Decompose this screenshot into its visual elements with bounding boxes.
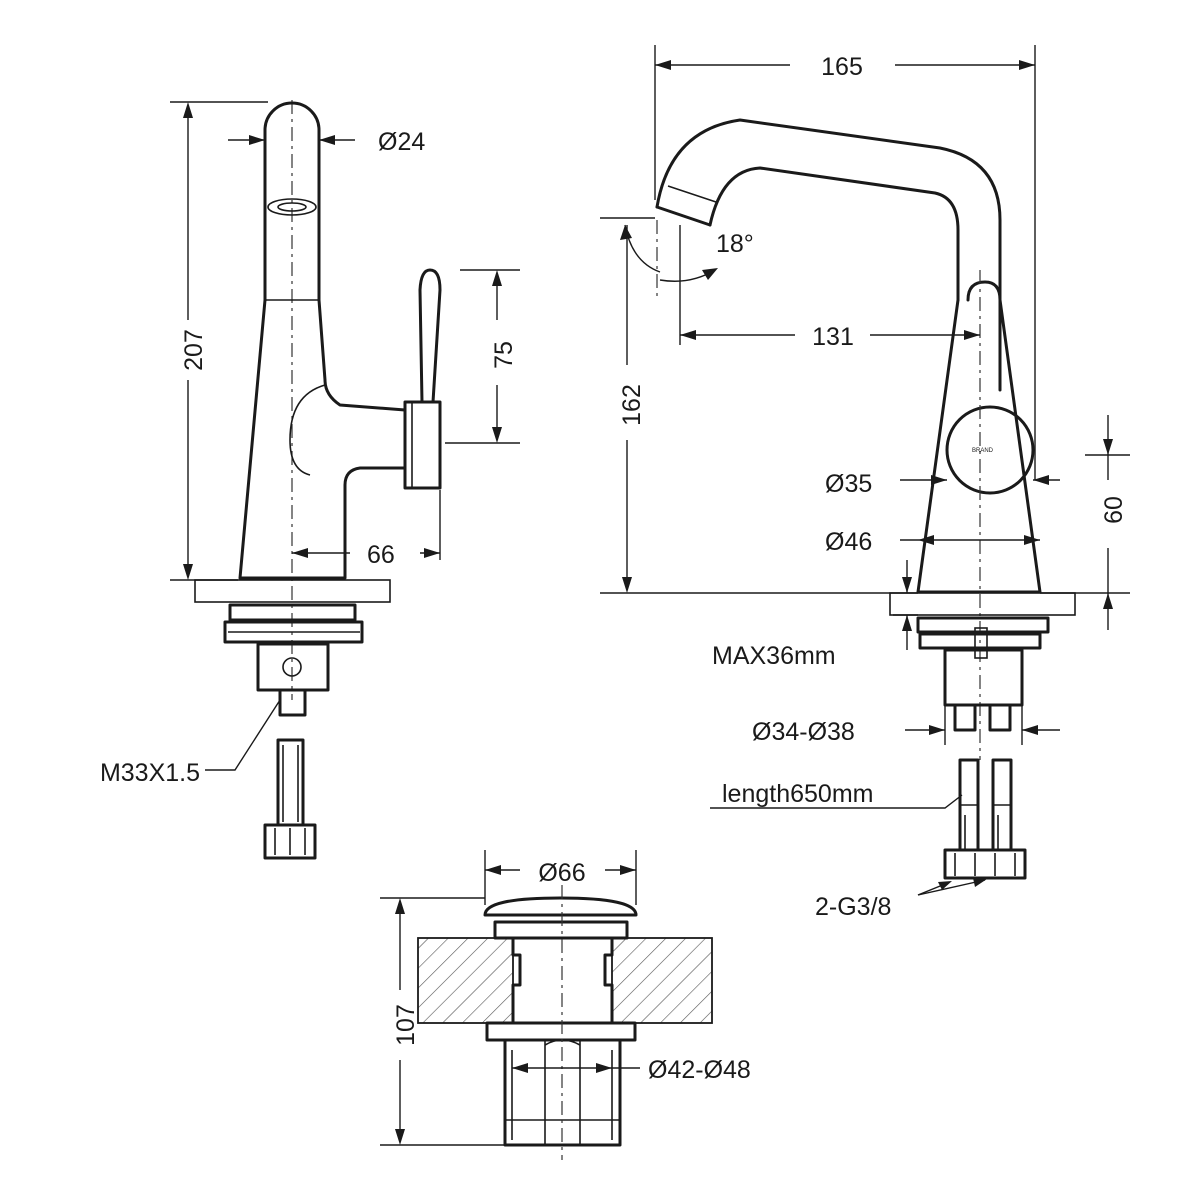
svg-text:BRAND: BRAND: [972, 448, 994, 454]
drain-cap: [483, 896, 638, 917]
left-spout: [263, 101, 321, 302]
dim-diameter-46: Ø46: [825, 528, 872, 556]
drain-view: Ø66 107 Ø42-Ø48: [380, 850, 751, 1160]
hose-length-label: length650mm: [722, 780, 873, 808]
dim-60: 60: [1100, 496, 1128, 524]
right-spout: [655, 118, 1002, 302]
dim-107: 107: [392, 1004, 420, 1046]
dim-207: 207: [180, 329, 208, 371]
dim-mount-hole: Ø34-Ø38: [752, 718, 855, 746]
left-body: [238, 298, 407, 580]
thread-label: M33X1.5: [100, 759, 200, 787]
dim-diameter-24: Ø24: [378, 128, 425, 156]
dim-diameter-66: Ø66: [538, 859, 585, 887]
right-body: [916, 298, 1042, 594]
left-lever: [418, 268, 442, 404]
dim-131: 131: [812, 323, 854, 351]
dim-165: 165: [821, 53, 863, 81]
connector-label: 2-G3/8: [815, 893, 891, 921]
dim-162: 162: [618, 384, 646, 426]
dim-diameter-35: Ø35: [825, 470, 872, 498]
dim-66: 66: [367, 541, 395, 569]
dim-hole-diameter: Ø42-Ø48: [648, 1056, 751, 1084]
dim-75: 75: [490, 341, 518, 369]
right-front-view: BRAND 165: [600, 45, 1130, 921]
dim-angle-18: 18°: [716, 230, 754, 258]
dim-max-thickness: MAX36mm: [712, 642, 836, 670]
left-side-view: 207 Ø24 75 66 M33X1.5: [100, 100, 520, 860]
